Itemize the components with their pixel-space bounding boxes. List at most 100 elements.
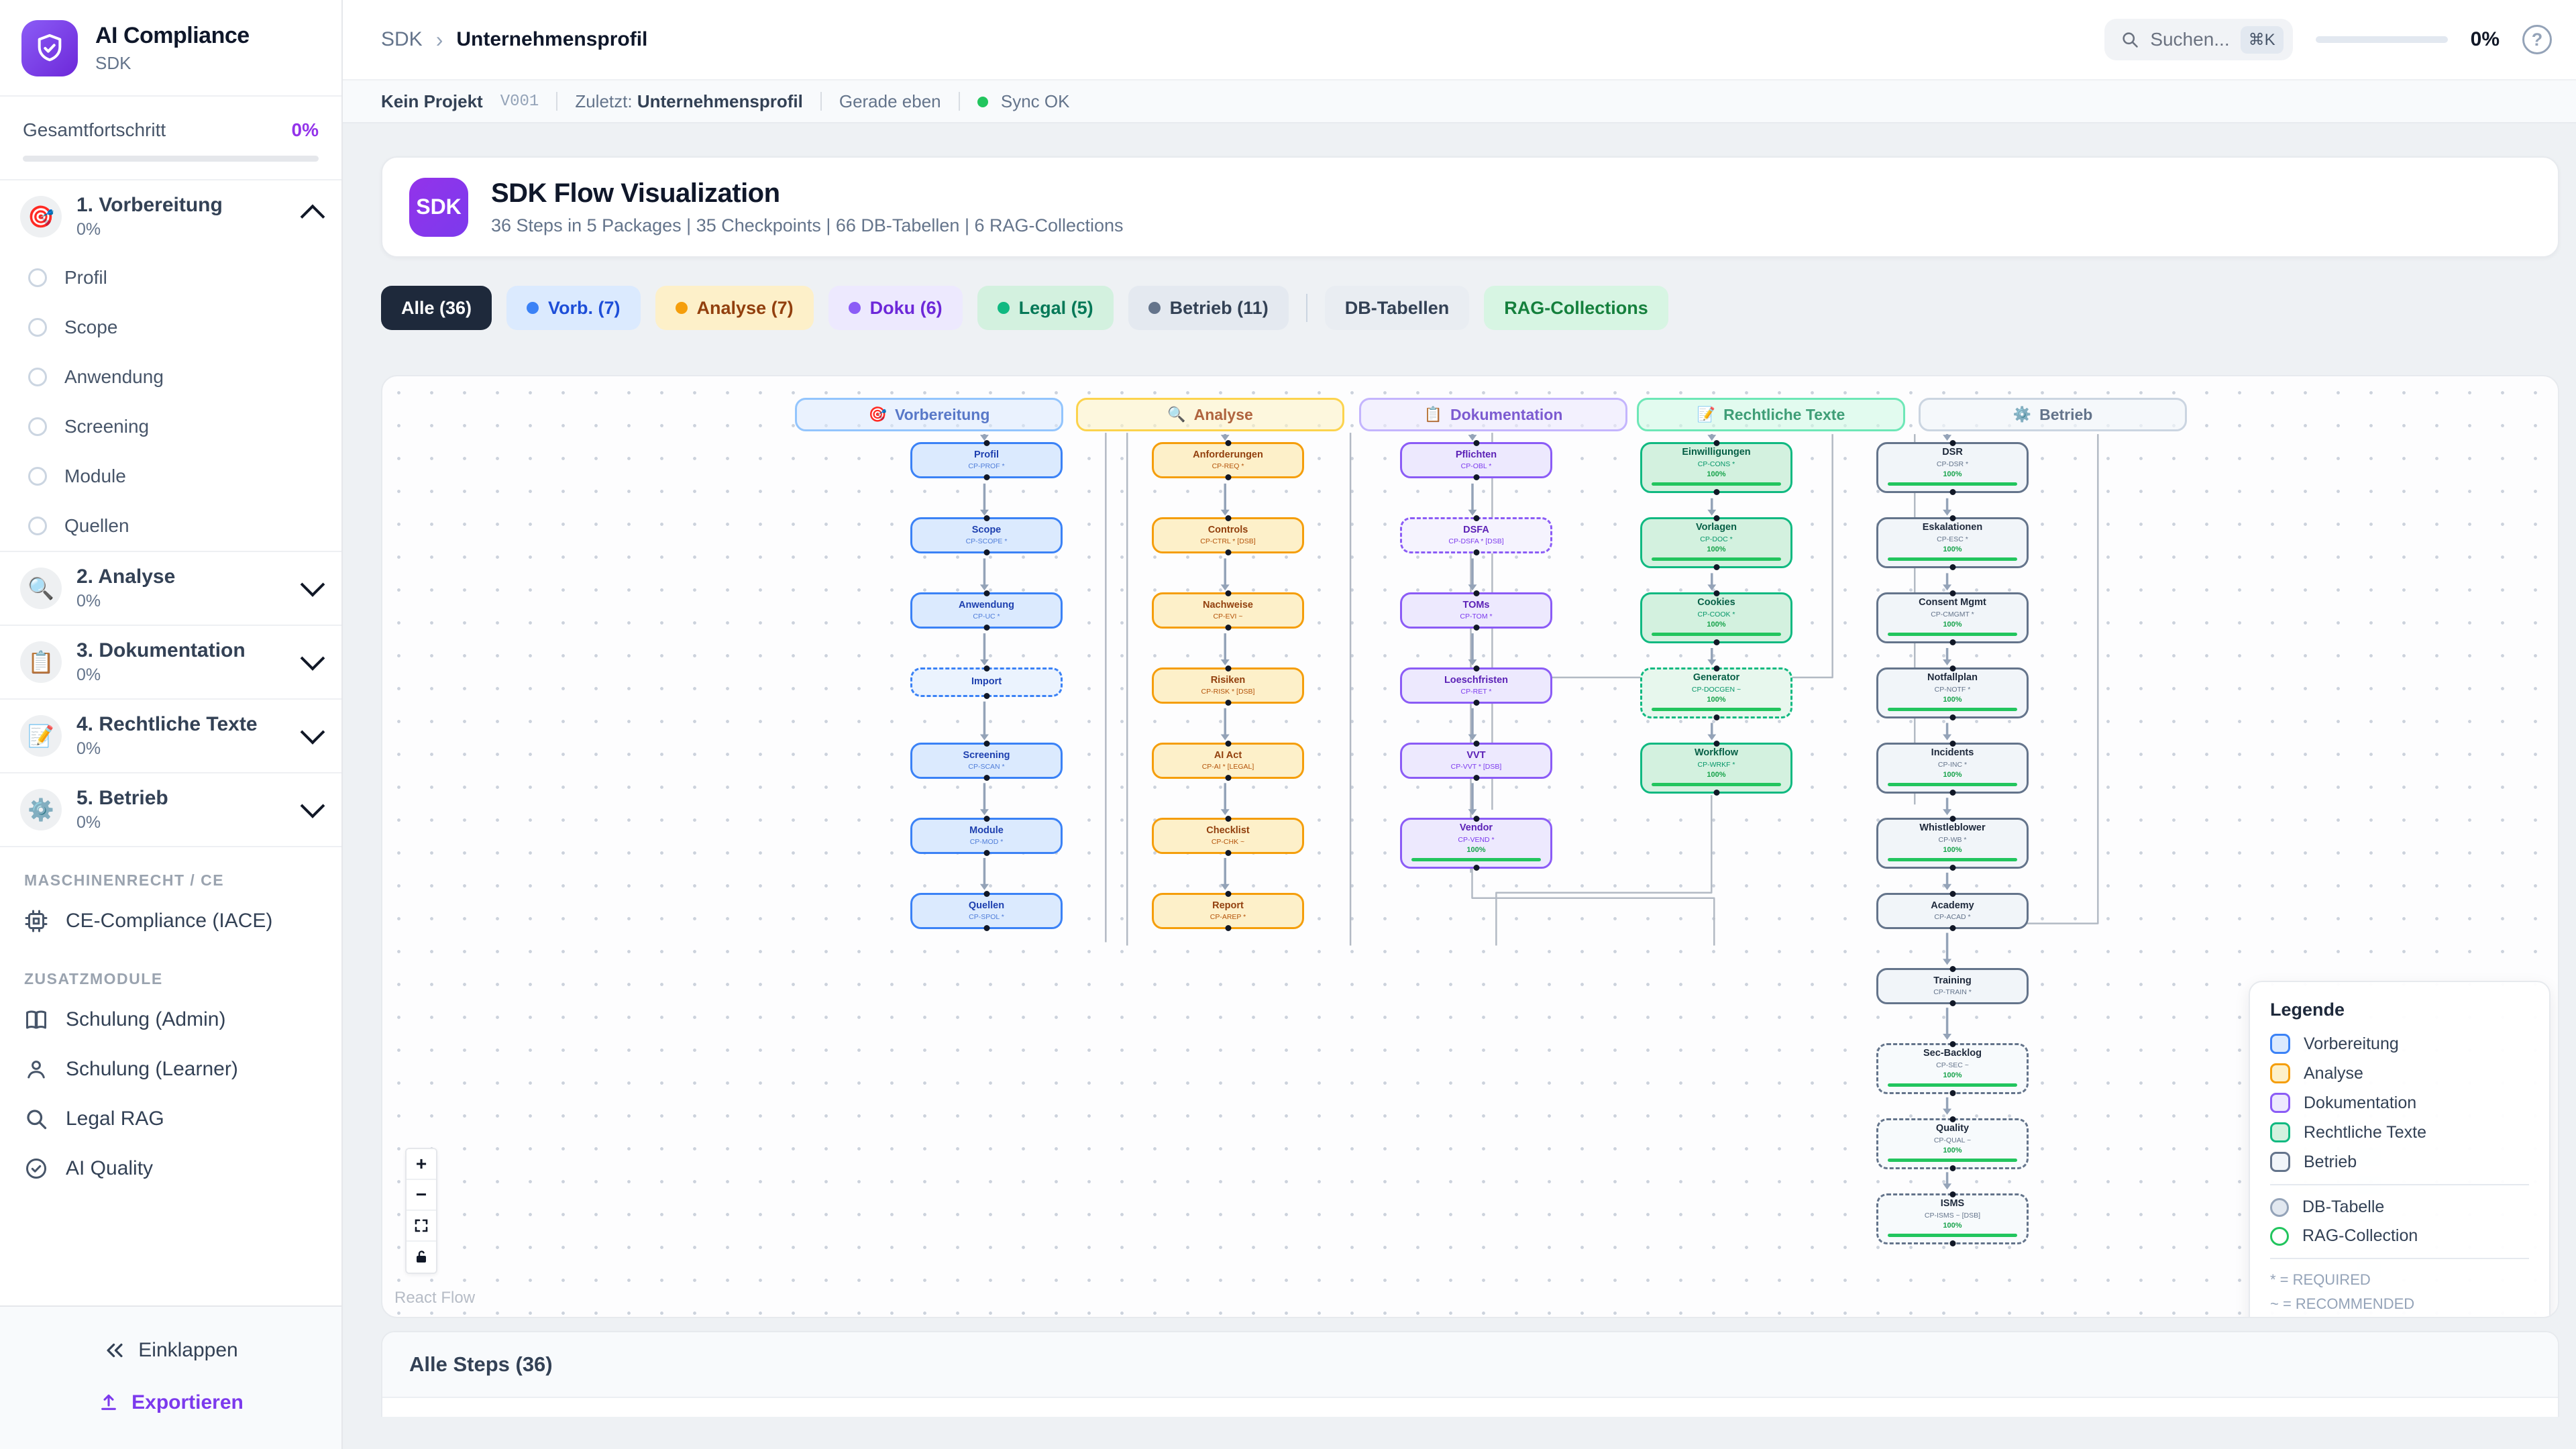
filter-legal[interactable]: Legal (5): [977, 286, 1114, 330]
filter-analyse[interactable]: Analyse (7): [655, 286, 814, 330]
phase-label: 5. Betrieb: [76, 787, 168, 809]
substep-quellen[interactable]: Quellen: [0, 501, 341, 551]
sidebar-item-legal-rag[interactable]: Legal RAG: [0, 1094, 341, 1144]
filter-doku[interactable]: Doku (6): [828, 286, 963, 330]
substep-scope[interactable]: Scope: [0, 303, 341, 352]
node-title: Anforderungen: [1193, 449, 1263, 460]
main-area: SDK › Unternehmensprofil Suchen... ⌘K 0%…: [343, 0, 2576, 1449]
legend-item: RAG-Collection: [2270, 1226, 2529, 1246]
package-header-dokumentation[interactable]: 📋Dokumentation: [1359, 398, 1627, 431]
package-header-betrieb[interactable]: ⚙️Betrieb: [1919, 398, 2187, 431]
phase-percent: 0%: [76, 592, 101, 610]
package-header-analyse[interactable]: 🔍Analyse: [1076, 398, 1344, 431]
phase-dokumentation[interactable]: 📋 3. Dokumentation 0%: [0, 626, 341, 698]
zoom-in-button[interactable]: +: [407, 1149, 436, 1180]
legend-item: Vorbereitung: [2270, 1034, 2529, 1054]
project-status: Kein Projekt: [381, 91, 483, 111]
substep-screening[interactable]: Screening: [0, 402, 341, 451]
legend-label: Rechtliche Texte: [2304, 1122, 2426, 1142]
node-title: TOMs: [1462, 599, 1490, 610]
phase-rechtliche-texte[interactable]: 📝 4. Rechtliche Texte 0%: [0, 700, 341, 772]
node-progress-value: 100%: [1943, 845, 1962, 854]
sidebar-item-ai-quality[interactable]: AI Quality: [0, 1144, 341, 1193]
node-code: CP-DOC *: [1700, 535, 1733, 543]
reactflow-attribution[interactable]: React Flow: [394, 1289, 476, 1307]
flow-node-import[interactable]: Import: [910, 667, 1063, 697]
package-header-rechtliche-texte[interactable]: 📝Rechtliche Texte: [1637, 398, 1905, 431]
filter-vorbereitung[interactable]: Vorb. (7): [506, 286, 641, 330]
help-icon[interactable]: ?: [2522, 25, 2552, 54]
substep-anwendung[interactable]: Anwendung: [0, 352, 341, 402]
sidebar-item-label: AI Quality: [66, 1157, 154, 1179]
memo-icon: 📝: [20, 715, 62, 757]
fit-view-button[interactable]: [407, 1211, 436, 1242]
filter-alle[interactable]: Alle (36): [381, 286, 492, 330]
node-title: Report: [1212, 900, 1244, 911]
sidebar-item-schulung-admin[interactable]: Schulung (Admin): [0, 995, 341, 1044]
sidebar-item-label: CE-Compliance (IACE): [66, 910, 273, 932]
zoom-out-button[interactable]: −: [407, 1180, 436, 1211]
lock-button[interactable]: [407, 1242, 436, 1273]
flow-header-card: SDK SDK Flow Visualization 36 Steps in 5…: [381, 156, 2559, 258]
substep-profil[interactable]: Profil: [0, 253, 341, 303]
phase-vorbereitung[interactable]: 🎯 1. Vorbereitung 0%: [0, 180, 341, 253]
steps-panel-body: [382, 1398, 2558, 1417]
sidebar-item-ce-compliance[interactable]: CE-Compliance (IACE): [0, 896, 341, 946]
export-button[interactable]: Exportieren: [0, 1377, 341, 1429]
filter-db-tabellen[interactable]: DB-Tabellen: [1324, 286, 1470, 330]
search-icon: [27, 1110, 47, 1130]
phase-betrieb[interactable]: ⚙️ 5. Betrieb 0%: [0, 773, 341, 846]
node-code: CP-DSR *: [1936, 460, 1969, 468]
substep-module[interactable]: Module: [0, 451, 341, 501]
filter-betrieb[interactable]: Betrieb (11): [1128, 286, 1289, 330]
breadcrumb-sdk[interactable]: SDK: [381, 28, 423, 50]
collapse-sidebar-button[interactable]: Einklappen: [0, 1324, 341, 1377]
gear-icon: ⚙️: [20, 789, 62, 830]
radio-icon: [28, 368, 47, 386]
phase-label: 3. Dokumentation: [76, 639, 246, 661]
package-header-vorbereitung[interactable]: 🎯Vorbereitung: [795, 398, 1063, 431]
sidebar-item-schulung-learner[interactable]: Schulung (Learner): [0, 1044, 341, 1094]
phase-analyse[interactable]: 🔍 2. Analyse 0%: [0, 552, 341, 625]
node-title: ISMS: [1940, 1198, 1965, 1210]
filter-rag-collections[interactable]: RAG-Collections: [1484, 286, 1668, 330]
search-input[interactable]: Suchen... ⌘K: [2104, 19, 2293, 60]
betrieb-icon: ⚙️: [2012, 406, 2032, 423]
